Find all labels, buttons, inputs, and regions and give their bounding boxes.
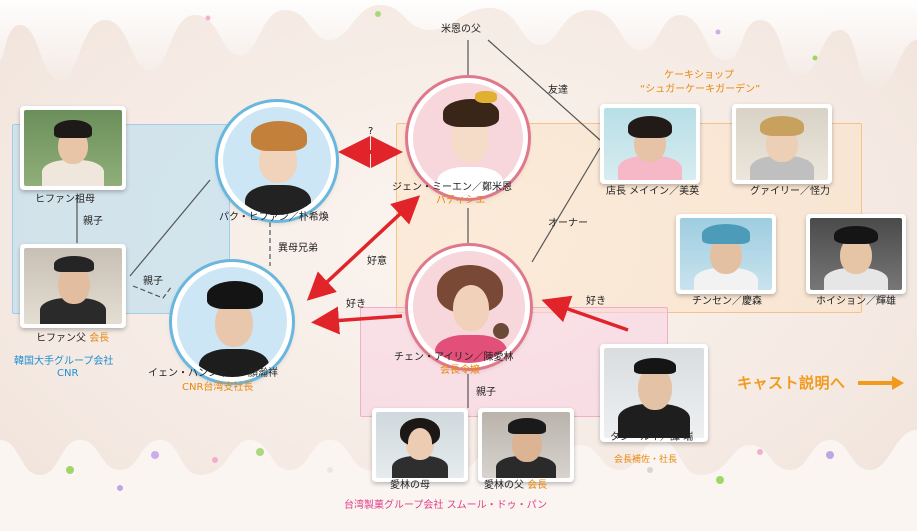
relation-likes-2: 好き bbox=[586, 296, 606, 307]
ailin-label: チェン・アイリン／陳愛林 bbox=[394, 352, 514, 363]
hifan-portrait[interactable] bbox=[218, 102, 336, 220]
gary-photo[interactable] bbox=[732, 104, 832, 184]
tan-photo[interactable] bbox=[600, 344, 708, 442]
ailin-mother-label: 愛林の母 bbox=[390, 480, 430, 491]
hanshan-label: イェン・ハンシャン／顏瀚祥 bbox=[148, 368, 278, 379]
hanshan-role: CNR台湾支社長 bbox=[182, 382, 254, 393]
relation-parent-child-1: 親子 bbox=[83, 216, 103, 227]
ailin-father-photo[interactable] bbox=[478, 408, 574, 482]
owner-meiying-label: 店長 メイイン／美英 bbox=[606, 186, 700, 197]
relation-parent-child-2: 親子 bbox=[143, 276, 163, 287]
ailin-role: 会長令嬢 bbox=[440, 365, 480, 376]
cake-shop-name: “シュガーケーキガーデン” bbox=[640, 84, 761, 95]
chinsen-photo[interactable] bbox=[676, 214, 776, 294]
hanshan-portrait[interactable] bbox=[172, 262, 292, 382]
cnr-company-label: 韓国大手グループ会社 bbox=[14, 356, 114, 367]
ailin-portrait[interactable] bbox=[408, 246, 530, 368]
owner-meiying-photo[interactable] bbox=[600, 104, 700, 184]
relation-friend: 友達 bbox=[548, 85, 568, 96]
mien-portrait[interactable] bbox=[408, 78, 528, 198]
hifan-father-label: ヒファン父 会長 bbox=[36, 333, 110, 344]
relation-half-brothers: 異母兄弟 bbox=[278, 243, 318, 254]
hifan-grandma-label: ヒファン祖母 bbox=[35, 194, 95, 205]
gary-label: グァイリー／怪力 bbox=[750, 186, 830, 197]
relation-parent-child-3: 親子 bbox=[476, 387, 496, 398]
relation-owner: オーナー bbox=[548, 218, 588, 229]
hifan-father-photo[interactable] bbox=[20, 244, 126, 328]
ailin-father-role: 会長 bbox=[527, 480, 548, 491]
taiwan-company-label: 台湾製菓グループ会社 スムール・ドゥ・パン bbox=[344, 500, 548, 511]
cast-description-link[interactable]: キャスト説明へ bbox=[737, 374, 846, 392]
hifan-father-role: 会長 bbox=[89, 333, 110, 344]
relation-question: ? bbox=[368, 126, 374, 137]
cast-link-arrow-icon[interactable] bbox=[856, 374, 906, 392]
hifan-grandma-photo[interactable] bbox=[20, 106, 126, 190]
hoishon-photo[interactable] bbox=[806, 214, 906, 294]
mien-role: パティシエ bbox=[436, 195, 486, 206]
mien-label: ジェン・ミーエン／鄭米恩 bbox=[392, 182, 512, 193]
ailin-father-label: 愛林の父 会長 bbox=[484, 480, 548, 491]
cnr-label: CNR bbox=[57, 368, 79, 379]
hifan-label: パク・ヒファン／朴希煥 bbox=[219, 212, 329, 223]
tan-label: タン・ルイ／譚 瑞 bbox=[610, 432, 694, 443]
relation-affection: 好意 bbox=[367, 256, 387, 267]
ailin-mother-photo[interactable] bbox=[372, 408, 468, 482]
hoishon-label: ホイション／輝雄 bbox=[816, 296, 896, 307]
chinsen-label: チンセン／慶森 bbox=[692, 296, 762, 307]
tan-role: 会長補佐・社長 bbox=[614, 455, 678, 465]
mien-father-label: 米恩の父 bbox=[441, 24, 481, 35]
relation-likes-1: 好き bbox=[346, 299, 366, 310]
cake-shop-title: ケーキショップ bbox=[664, 70, 734, 81]
